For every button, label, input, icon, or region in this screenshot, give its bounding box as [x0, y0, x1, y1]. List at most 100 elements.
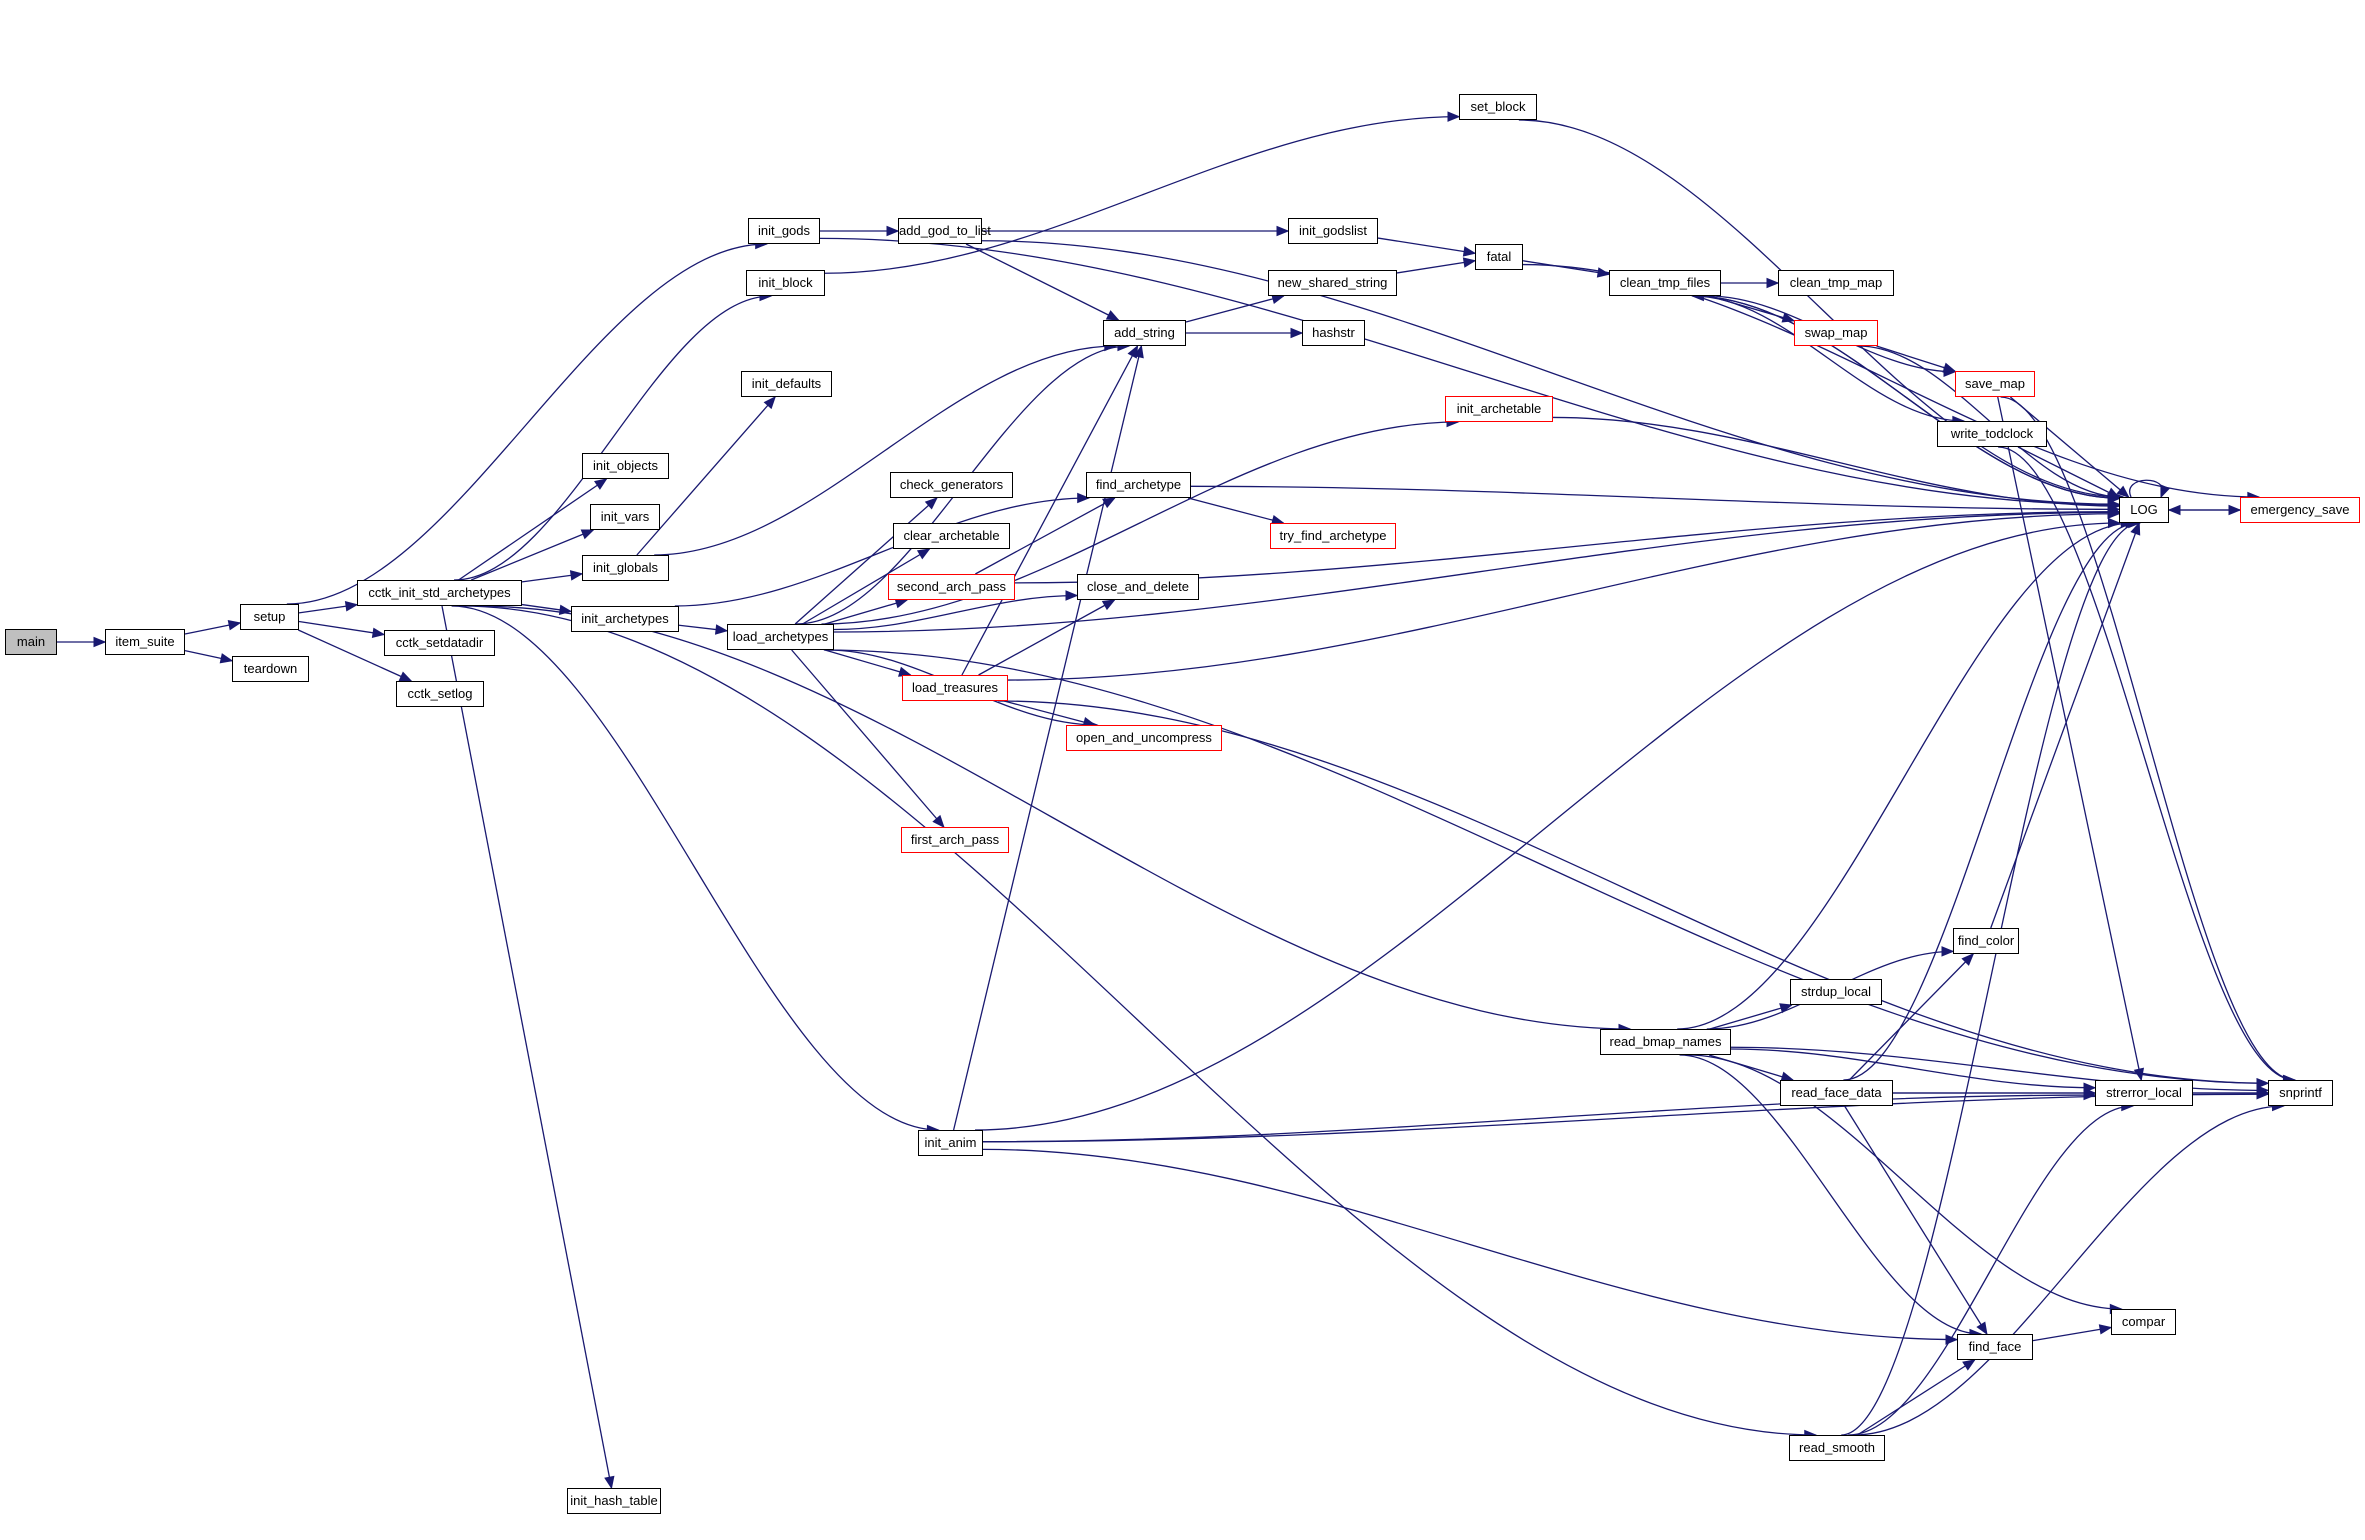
- edge-load_archetypes-to-LOG: [833, 511, 2120, 633]
- arrowhead-icon: [1447, 111, 1461, 122]
- edge-load_treasures-to-close_and_delete: [978, 599, 1115, 676]
- arrowhead-icon: [916, 548, 931, 560]
- edge-init_archetypes-to-find_archetype: [674, 497, 1089, 607]
- graph-node-init-archetypes[interactable]: init_archetypes: [571, 606, 679, 632]
- edge-new_shared_string-to-fatal: [1396, 260, 1476, 274]
- arrowhead-icon: [886, 225, 900, 237]
- graph-node-compar[interactable]: compar: [2111, 1309, 2176, 1335]
- arrowhead-icon: [371, 627, 386, 638]
- graph-node-emergency-save[interactable]: emergency_save: [2240, 497, 2360, 523]
- graph-node-read-bmap-names[interactable]: read_bmap_names: [1600, 1029, 1731, 1055]
- graph-node-cctk-setlog[interactable]: cctk_setlog: [396, 681, 484, 707]
- graph-node-teardown[interactable]: teardown: [232, 656, 309, 682]
- edge-read_smooth-to-find_face: [1856, 1359, 1976, 1436]
- arrowhead-icon: [2098, 1324, 2113, 1335]
- arrowhead-icon: [1945, 1334, 1959, 1345]
- edge-find_face-to-compar: [2032, 1326, 2112, 1342]
- graph-node-set-block[interactable]: set_block: [1459, 94, 1537, 120]
- edge-write_todclock-to-LOG: [2017, 446, 2120, 499]
- graph-node-clear-archetable[interactable]: clear_archetable: [893, 523, 1010, 549]
- graph-node-init-objects[interactable]: init_objects: [582, 453, 669, 479]
- graph-node-strdup-local[interactable]: strdup_local: [1790, 979, 1882, 1005]
- arrowhead-icon: [344, 601, 359, 612]
- graph-node-item-suite[interactable]: item_suite: [105, 629, 185, 655]
- graph-node-find-archetype[interactable]: find_archetype: [1086, 472, 1191, 498]
- graph-node-log[interactable]: LOG: [2119, 497, 2169, 523]
- graph-node-init-defaults[interactable]: init_defaults: [741, 371, 832, 397]
- graph-node-hashstr[interactable]: hashstr: [1302, 320, 1365, 346]
- edge-read_bmap_names-to-strerror_local: [1730, 1048, 2096, 1089]
- graph-node-fatal[interactable]: fatal: [1475, 244, 1523, 270]
- edge-cctk_init_std_archetypes-to-init_hash_table: [441, 605, 613, 1489]
- graph-node-open-and-uncompress[interactable]: open_and_uncompress: [1066, 725, 1222, 751]
- graph-node-snprintf[interactable]: snprintf: [2268, 1080, 2333, 1106]
- graph-node-setup[interactable]: setup: [240, 604, 299, 630]
- arrowhead-icon: [2256, 1077, 2270, 1089]
- edge-load_archetypes-to-snprintf: [823, 649, 2269, 1084]
- arrowhead-icon: [1779, 1003, 1793, 1014]
- edge-read_bmap_names-to-find_face: [1679, 1054, 1981, 1335]
- arrowhead-icon: [1290, 327, 1304, 339]
- arrowhead-icon: [894, 598, 909, 609]
- edge-read_smooth-to-snprintf: [1853, 1105, 2284, 1436]
- graph-node-init-godslist[interactable]: init_godslist: [1288, 218, 1378, 244]
- graph-node-init-block[interactable]: init_block: [746, 270, 825, 296]
- graph-node-init-globals[interactable]: init_globals: [582, 555, 669, 581]
- graph-node-init-anim[interactable]: init_anim: [918, 1130, 983, 1156]
- graph-node-second-arch-pass[interactable]: second_arch_pass: [888, 574, 1015, 600]
- edge-find_color-to-LOG: [1990, 522, 2140, 929]
- edge-LOG-to-clean_tmp_files: [1692, 295, 2120, 499]
- graph-node-clean-tmp-map[interactable]: clean_tmp_map: [1778, 270, 1894, 296]
- arrowhead-icon: [763, 396, 776, 410]
- graph-node-add-string[interactable]: add_string: [1103, 320, 1186, 346]
- arrowhead-icon: [2116, 485, 2130, 498]
- arrowhead-icon: [604, 1475, 615, 1490]
- arrowhead-icon: [1941, 946, 1955, 957]
- graph-node-init-hash-table[interactable]: init_hash_table: [567, 1488, 661, 1514]
- graph-node-init-gods[interactable]: init_gods: [748, 218, 820, 244]
- arrowhead-icon: [1961, 953, 1975, 966]
- edge-init_anim-to-find_face: [982, 1148, 1958, 1341]
- edge-read_bmap_names-to-compar: [1687, 1054, 2122, 1310]
- graph-node-swap-map[interactable]: swap_map: [1794, 320, 1878, 346]
- graph-node-find-color[interactable]: find_color: [1953, 928, 2019, 954]
- edge-cctk_init_std_archetypes-to-init_anim: [451, 605, 939, 1131]
- edge-cctk_init_std_archetypes-to-read_smooth: [460, 605, 1816, 1436]
- edge-find_archetype-to-LOG: [1190, 485, 2120, 511]
- graph-node-close-and-delete[interactable]: close_and_delete: [1077, 574, 1199, 600]
- edge-add_string-to-new_shared_string: [1185, 295, 1284, 323]
- graph-node-read-smooth[interactable]: read_smooth: [1789, 1435, 1885, 1461]
- graph-node-read-face-data[interactable]: read_face_data: [1780, 1080, 1893, 1106]
- graph-node-check-generators[interactable]: check_generators: [890, 472, 1013, 498]
- graph-node-load-treasures[interactable]: load_treasures: [902, 675, 1008, 701]
- graph-node-cctk-setdatadir[interactable]: cctk_setdatadir: [384, 630, 495, 656]
- graph-node-strerror-local[interactable]: strerror_local: [2095, 1080, 2193, 1106]
- edge-second_arch_pass-to-LOG: [1014, 510, 2120, 584]
- edge-load_archetypes-to-init_archetable: [821, 421, 1459, 625]
- edge-load_treasures-to-LOG: [1007, 513, 2120, 681]
- graph-node-init-archetable[interactable]: init_archetable: [1445, 396, 1553, 422]
- graph-node-new-shared-string[interactable]: new_shared_string: [1268, 270, 1397, 296]
- arrowhead-icon: [1077, 492, 1091, 504]
- edge-init_anim-to-snprintf: [982, 1093, 2269, 1143]
- arrowhead-icon: [1276, 225, 1290, 237]
- edge-read_smooth-to-strerror_local: [1848, 1105, 2133, 1436]
- arrowhead-icon: [1102, 497, 1116, 509]
- graph-node-clean-tmp-files[interactable]: clean_tmp_files: [1609, 270, 1721, 296]
- arrowhead-icon: [1976, 1321, 1988, 1336]
- edge-write_todclock-to-snprintf: [1998, 446, 2295, 1081]
- graph-node-init-vars[interactable]: init_vars: [590, 504, 660, 530]
- graph-node-add-god-to-list[interactable]: add_god_to_list: [898, 218, 991, 244]
- graph-node-write-todclock[interactable]: write_todclock: [1937, 421, 2047, 447]
- graph-node-find-face[interactable]: find_face: [1957, 1334, 2033, 1360]
- graph-node-cctk-init-std-archetypes[interactable]: cctk_init_std_archetypes: [357, 580, 522, 606]
- edge-read_smooth-to-LOG: [1841, 522, 2140, 1436]
- arrowhead-icon: [1462, 246, 1477, 257]
- graph-node-try-find-archetype[interactable]: try_find_archetype: [1270, 523, 1396, 549]
- graph-node-main[interactable]: main: [5, 629, 57, 655]
- graph-node-first-arch-pass[interactable]: first_arch_pass: [901, 827, 1009, 853]
- arrowhead-icon: [2167, 504, 2181, 516]
- graph-node-save-map[interactable]: save_map: [1955, 371, 2035, 397]
- arrowhead-icon: [924, 497, 938, 510]
- graph-node-load-archetypes[interactable]: load_archetypes: [727, 624, 834, 650]
